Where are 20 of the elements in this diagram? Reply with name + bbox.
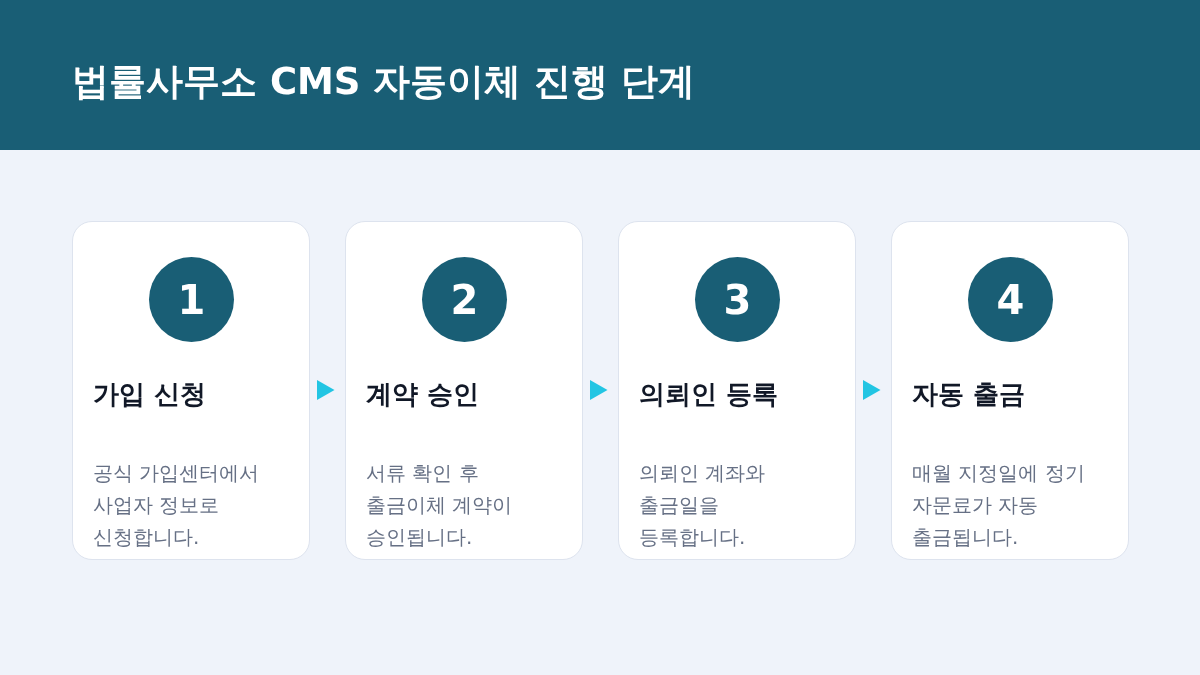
title: 법률사무소 CMS 자동이체 진행 단계	[72, 59, 696, 105]
step-heading: 자동 출금	[912, 378, 1026, 411]
arrow	[317, 380, 335, 400]
step-heading: 가입 신청	[93, 378, 207, 411]
step-number-circle: 1	[149, 257, 234, 342]
arrow	[863, 380, 881, 400]
step-heading: 의뢰인 등록	[639, 378, 779, 411]
step-heading: 계약 승인	[366, 378, 480, 411]
step-number-circle: 2	[422, 257, 507, 342]
step-description: 서류 확인 후 출금이체 계약이 승인됩니다.	[366, 460, 514, 551]
step-card	[618, 221, 856, 560]
step-card	[345, 221, 583, 560]
step-number-circle: 4	[968, 257, 1053, 342]
arrow	[590, 380, 608, 400]
step-card	[72, 221, 310, 560]
step-description: 의뢰인 계좌와 출금일을 등록합니다.	[639, 460, 767, 551]
step-description: 매월 지정일에 정기 자문료가 자동 출금됩니다.	[912, 460, 1086, 551]
step-card	[891, 221, 1129, 560]
step-description: 공식 가입센터에서 사업자 정보로 신청합니다.	[93, 460, 261, 551]
step-number-circle: 3	[695, 257, 780, 342]
